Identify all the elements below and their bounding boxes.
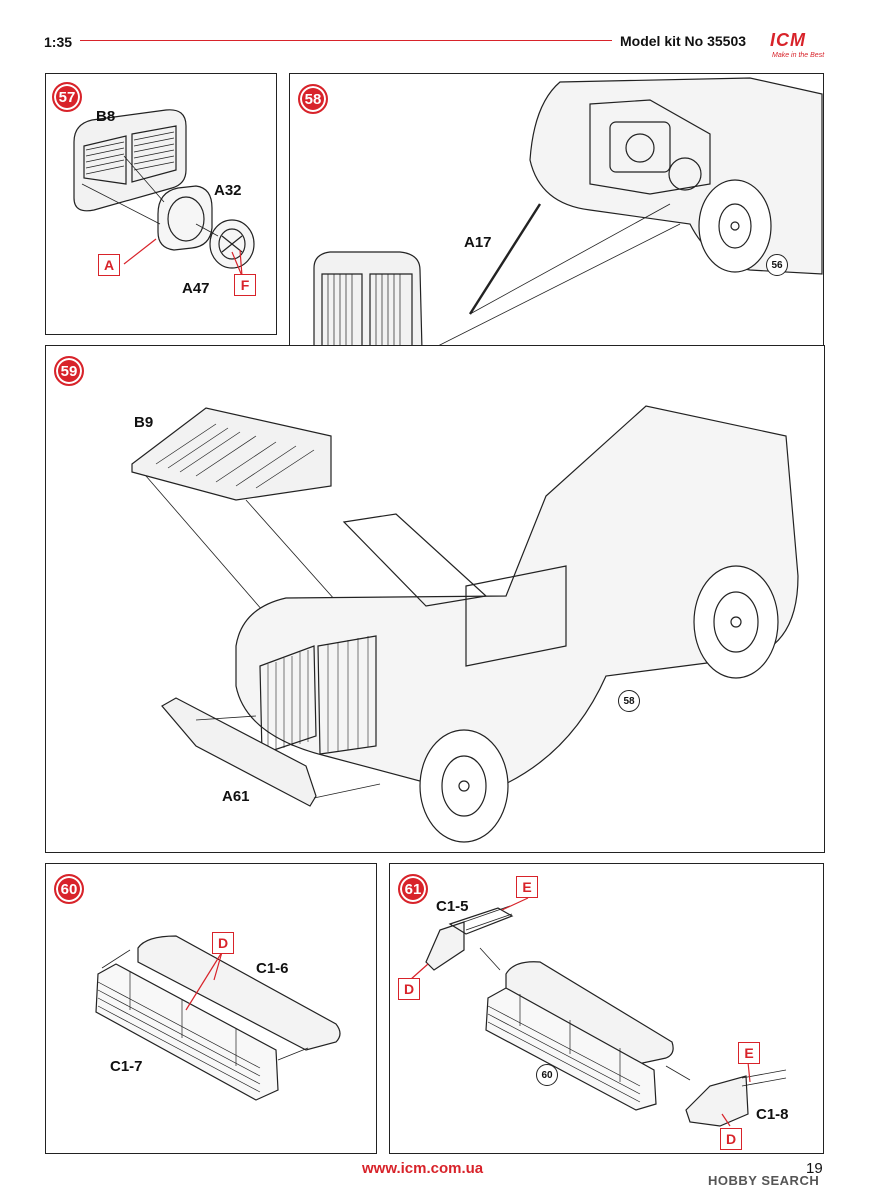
step-58-badge: 58: [298, 84, 328, 114]
part-c1-6-label: C1-6: [256, 960, 289, 977]
brand-tagline: Make in the Best: [772, 52, 825, 59]
vehicle-hood-bumper-drawing: [131, 405, 799, 843]
scale-label: 1:35: [44, 34, 73, 50]
step-61-panel: 61 E C1-5 D 60 E C1-8 D: [389, 863, 824, 1154]
brand-logo: ICM: [770, 30, 806, 50]
colour-flag-e-bottom: E: [738, 1042, 760, 1064]
part-a32-label: A32: [214, 182, 242, 199]
part-c1-5-label: C1-5: [436, 898, 469, 915]
step-58-panel: 58 A17 56 57: [289, 73, 824, 399]
part-a61-label: A61: [222, 788, 250, 805]
part-a17-label: A17: [464, 234, 492, 251]
jerrycan-brackets-drawing: [409, 897, 787, 1127]
colour-flag-a: A: [98, 254, 120, 276]
part-c1-7-label: C1-7: [110, 1058, 143, 1075]
page-number: 19: [806, 1160, 823, 1177]
step-59-badge: 59: [54, 356, 84, 386]
colour-flag-e-top: E: [516, 876, 538, 898]
step-59-panel: 59 B9 A61 58: [45, 345, 825, 853]
part-b9-label: B9: [134, 414, 154, 431]
step-57-panel: 57 B8 A32 A47 A F: [45, 73, 277, 335]
colour-flag-d-bottom: D: [720, 1128, 742, 1150]
header-rule: [80, 40, 612, 41]
colour-flag-d-top: D: [398, 978, 420, 1000]
ref-step-56: 56: [766, 254, 788, 276]
part-c1-8-label: C1-8: [756, 1106, 789, 1123]
step-60-panel: 60 D C1-6 C1-7: [45, 863, 377, 1154]
step-57-badge: 57: [52, 82, 82, 112]
grille-assembly-drawing: [73, 109, 255, 277]
ref-step-58: 58: [618, 690, 640, 712]
watermark: HOBBY SEARCH: [708, 1173, 820, 1188]
part-b8-label: B8: [96, 108, 116, 125]
jerrycan-rack-drawing: [95, 935, 341, 1101]
website-link[interactable]: www.icm.com.ua: [362, 1160, 484, 1177]
step-60-badge: 60: [54, 874, 84, 904]
step-61-badge: 61: [398, 874, 428, 904]
kit-number: Model kit No 35503: [620, 33, 747, 49]
part-a47-label: A47: [182, 280, 210, 297]
colour-flag-f: F: [234, 274, 256, 296]
ref-step-60: 60: [536, 1064, 558, 1086]
colour-flag-d: D: [212, 932, 234, 954]
engine-bay-drawing: [313, 77, 823, 367]
